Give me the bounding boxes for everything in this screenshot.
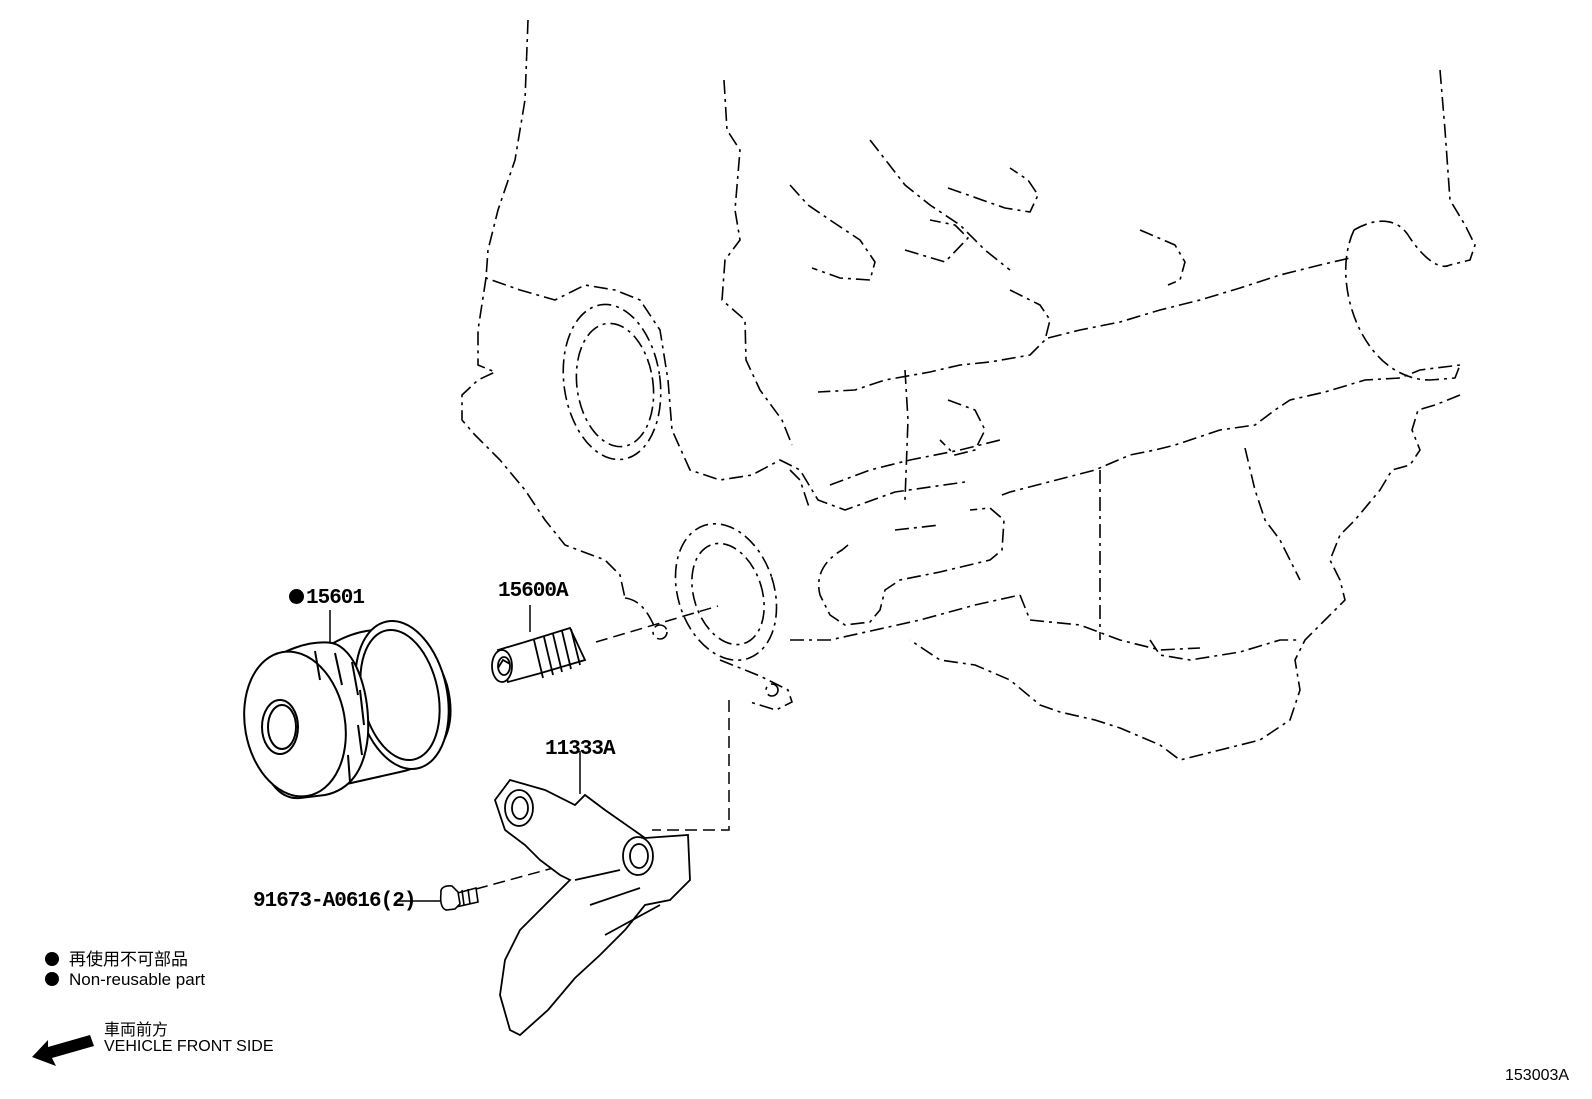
callout-bolt: 91673-A0616(2): [253, 890, 416, 913]
oil-filter-drawing: [243, 620, 452, 800]
filled-circle-icon: [45, 952, 59, 966]
legend-non-reusable-jp-text: 再使用不可部品: [69, 950, 188, 969]
arrow-left-icon: [32, 1035, 94, 1066]
legend-non-reusable-en: Non-reusable part: [45, 970, 205, 990]
callout-oil-filter: 15601: [289, 587, 365, 610]
filled-circle-icon: [45, 972, 59, 986]
filled-circle-icon: [289, 589, 304, 604]
front-direction-jp: 車両前方: [104, 1022, 169, 1039]
figure-id: 153003A: [1505, 1067, 1570, 1084]
bolt-drawing: [439, 885, 479, 911]
legend-non-reusable-en-text: Non-reusable part: [69, 970, 206, 989]
callout-bracket: 11333A: [545, 738, 616, 761]
union-drawing: [491, 626, 587, 684]
callout-union: 15600A: [498, 580, 569, 603]
callout-oil-filter-label: 15601: [306, 587, 365, 610]
timing-cover-bosses: [562, 303, 793, 711]
bracket-drawing: [493, 778, 691, 1037]
legend-non-reusable-jp: 再使用不可部品: [45, 945, 188, 970]
engine-block-outline: [461, 19, 1476, 761]
front-direction-en: VEHICLE FRONT SIDE: [104, 1038, 274, 1055]
